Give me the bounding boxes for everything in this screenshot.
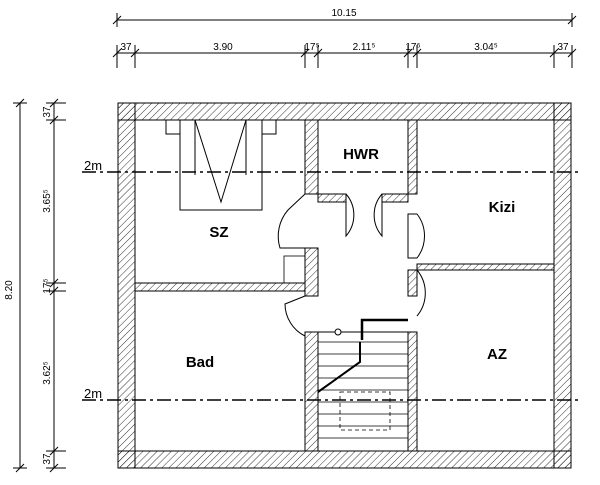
walls <box>117 102 572 469</box>
total-width-label: 10.15 <box>331 8 356 19</box>
upper-level-label: 2m <box>84 158 102 173</box>
left-dimension-chain: 8.20 37 3.65⁵ 17⁵ 3.62⁵ 37 <box>4 98 66 473</box>
room-label-hwr: HWR <box>343 146 379 163</box>
dim-top-6: 3.04⁵ <box>474 42 498 53</box>
top-dimension-chain: 10.15 37 3.90 17⁵ 2.11⁵ 17⁵ 3.04⁵ 37 <box>112 8 577 68</box>
dim-top-2: 3.90 <box>213 42 233 53</box>
level-lines: 2m 2m <box>82 158 582 401</box>
dim-left-2: 3.65⁵ <box>42 189 53 213</box>
lower-level-label: 2m <box>84 386 102 401</box>
room-label-az: AZ <box>487 346 507 363</box>
dim-left-1: 37 <box>42 106 53 118</box>
dim-top-4: 2.11⁵ <box>353 42 376 53</box>
dim-top-3: 17⁵ <box>304 42 319 53</box>
bed <box>165 119 277 211</box>
dim-top-5: 17⁵ <box>405 42 420 53</box>
dim-left-3: 17⁵ <box>42 278 53 293</box>
room-labels: SZ HWR Kizi Bad AZ <box>186 146 516 371</box>
room-label-sz: SZ <box>209 224 228 241</box>
total-height-label: 8.20 <box>4 280 15 300</box>
doors <box>277 193 426 337</box>
dim-top-7: 37 <box>557 42 569 53</box>
room-label-bad: Bad <box>186 354 214 371</box>
dim-left-4: 3.62⁵ <box>42 361 53 385</box>
dim-top-1: 37 <box>120 42 132 53</box>
room-label-kizi: Kizi <box>489 199 516 216</box>
staircase <box>317 318 409 452</box>
dim-left-5: 37 <box>42 453 53 465</box>
